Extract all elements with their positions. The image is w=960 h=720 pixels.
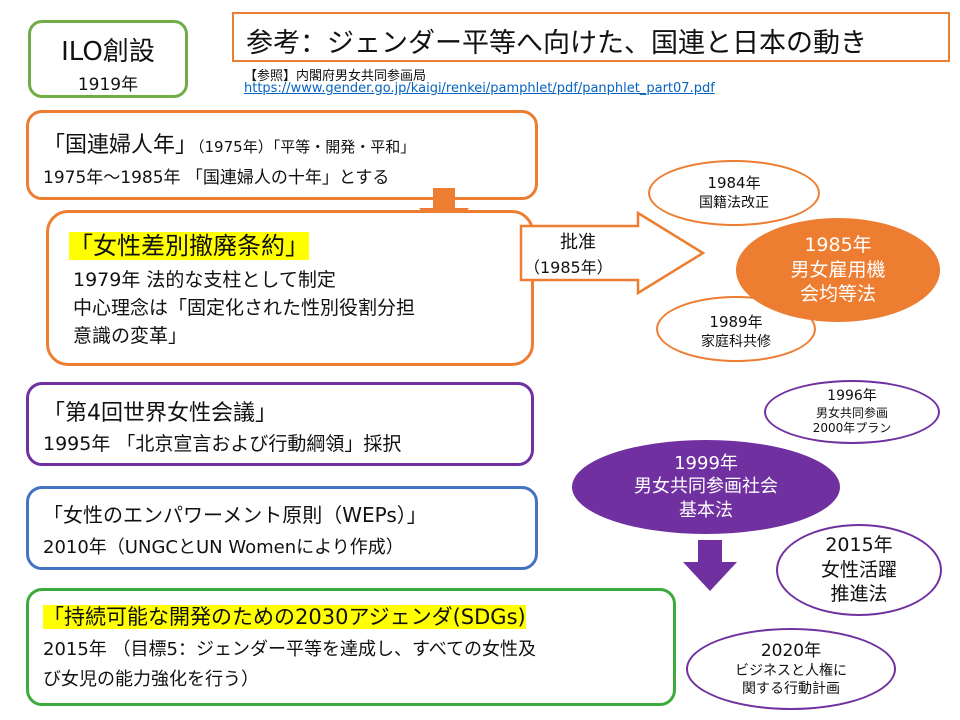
- cedaw-box: 「女性差別撤廃条約」 1979年 法的な支柱として制定 中心理念は「固定化された…: [46, 210, 534, 366]
- ell-1984-year: 1984年: [707, 174, 761, 193]
- ell-1985-line2: 男女雇用機: [790, 258, 886, 281]
- ell-1984-text: 国籍法改正: [699, 194, 769, 211]
- box4-line2: 2010年（UNGCとUN Womenにより作成）: [43, 537, 404, 558]
- box2-line4: 意識の変革」: [73, 325, 188, 347]
- source-label: 【参照】内閣府男女共同参画局: [244, 69, 427, 84]
- ell-2015-line2: 女性活躍: [820, 558, 897, 581]
- page-title-box: 参考：ジェンダー平等へ向けた、国連と日本の動き: [232, 12, 950, 62]
- box2-line3: 中心理念は「固定化された性別役割分担: [73, 297, 416, 319]
- box3-line2: 1995年 「北京宣言および行動綱領」採択: [43, 433, 402, 455]
- ellipse-1984: 1984年 国籍法改正: [648, 160, 820, 226]
- ellipse-1985: 1985年 男女雇用機 会均等法: [736, 218, 940, 322]
- ell-2020-line3: 関する行動計画: [742, 681, 840, 698]
- weps-box: 「女性のエンパワーメント原則（WEPs）」 2010年（UNGCとUN Wome…: [26, 486, 538, 570]
- box1-subtitle: （1975年）「平等・開発・平和」: [197, 138, 416, 156]
- ell-1996-line2: 男女共同参画: [815, 405, 888, 420]
- un-womens-year-box: 「国連婦人年」（1975年）「平等・開発・平和」 1975年～1985年 「国連…: [26, 110, 538, 200]
- ell-1989-year: 1989年: [709, 313, 763, 332]
- ellipse-2015: 2015年 女性活躍 推進法: [776, 524, 942, 616]
- box5-title: 「持続可能な開発のための2030アジェンダ(SDGs): [43, 605, 526, 629]
- box1-title: 「国連婦人年」: [43, 133, 198, 158]
- source-link[interactable]: https://www.gender.go.jp/kaigi/renkei/pa…: [244, 81, 715, 96]
- box1-line2: 1975年～1985年 「国連婦人の十年」とする: [43, 168, 390, 188]
- box5-line2: 2015年 （目標5：ジェンダー平等を達成し、すべての女性及: [43, 639, 536, 660]
- ilo-year: 1919年: [77, 75, 139, 95]
- ratify-label: 批准: [560, 232, 596, 253]
- ell-1989-text: 家庭科共修: [701, 333, 771, 350]
- ell-2020-year: 2020年: [760, 640, 822, 661]
- ellipse-1999: 1999年 男女共同参画社会 基本法: [572, 440, 840, 534]
- ell-2015-year: 2015年: [825, 533, 893, 556]
- ell-1999-year: 1999年: [674, 452, 738, 474]
- ratify-year: （1985年）: [524, 258, 613, 277]
- ell-2020-line2: ビジネスと人権に: [735, 662, 847, 679]
- box4-title: 「女性のエンパワーメント原則（WEPs）」: [43, 503, 427, 527]
- ilo-title: ILO創設: [61, 37, 155, 67]
- sdgs-box: 「持続可能な開発のための2030アジェンダ(SDGs) 2015年 （目標5：ジ…: [26, 588, 676, 706]
- box3-title: 「第4回世界女性会議」: [43, 401, 277, 426]
- world-conference-box: 「第4回世界女性会議」 1995年 「北京宣言および行動綱領」採択: [26, 382, 534, 466]
- ratify-arrow-icon: [519, 210, 706, 296]
- ilo-box: ILO創設 1919年: [28, 20, 188, 98]
- ellipse-2020: 2020年 ビジネスと人権に 関する行動計画: [686, 628, 896, 710]
- ell-1999-line3: 基本法: [679, 499, 733, 521]
- ell-1996-line3: 2000年プラン: [812, 420, 892, 435]
- ellipse-1996: 1996年 男女共同参画 2000年プラン: [764, 380, 940, 444]
- box2-title: 「女性差別撤廃条約」: [69, 232, 309, 260]
- arrow-down-purple-icon: [683, 540, 737, 591]
- ell-2015-line3: 推進法: [830, 583, 888, 606]
- ell-1985-year: 1985年: [804, 233, 872, 256]
- box2-line2: 1979年 法的な支柱として制定: [73, 269, 336, 291]
- ell-1999-line2: 男女共同参画社会: [634, 476, 778, 498]
- page-title: 参考：ジェンダー平等へ向けた、国連と日本の動き: [246, 28, 867, 59]
- box5-line3: び女児の能力強化を行う）: [43, 669, 259, 690]
- ell-1985-line3: 会均等法: [799, 283, 876, 306]
- ell-1996-year: 1996年: [827, 388, 877, 405]
